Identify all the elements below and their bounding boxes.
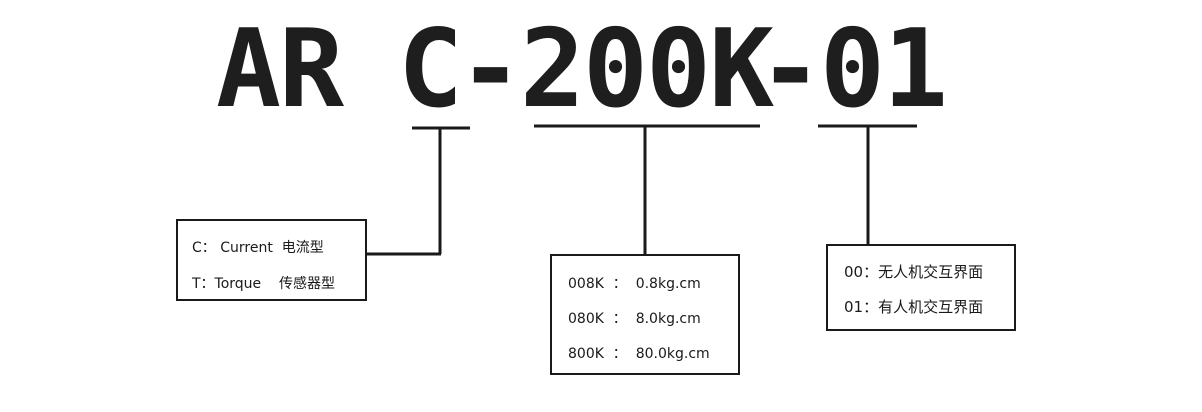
model-torque-code: 200K (520, 7, 774, 132)
torque-legend-800k: 800K ： 80.0kg.cm (568, 346, 710, 362)
type-legend-torque: T：Torque 传感器型 (192, 276, 335, 292)
torque-legend-box: 008K ： 0.8kg.cm 080K ： 8.0kg.cm 800K ： 8… (550, 254, 740, 375)
model-prefix: AR (216, 7, 344, 132)
torque-legend-080k: 080K ： 8.0kg.cm (568, 311, 701, 327)
type-legend-box: C： Current 电流型 T：Torque 传感器型 (176, 219, 367, 301)
model-separator-1: - (458, 7, 523, 132)
type-legend-current: C： Current 电流型 (192, 240, 324, 256)
model-hmi-code: 01 (820, 7, 948, 132)
torque-legend-008k: 008K ： 0.8kg.cm (568, 276, 701, 292)
model-separator-2: - (758, 7, 823, 132)
hmi-legend-box: 00：无人机交互界面 01：有人机交互界面 (826, 244, 1016, 331)
hmi-legend-01: 01：有人机交互界面 (844, 298, 984, 316)
hmi-legend-00: 00：无人机交互界面 (844, 263, 984, 281)
model-type-code: C (398, 7, 463, 132)
